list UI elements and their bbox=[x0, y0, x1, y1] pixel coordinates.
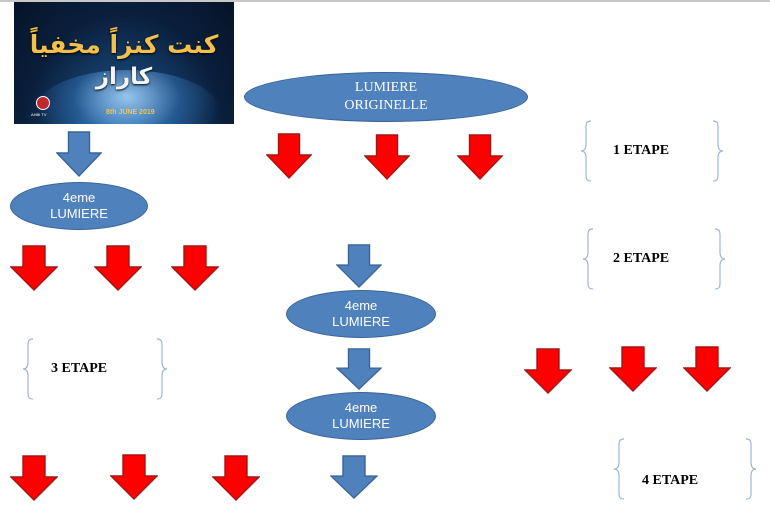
etape-label: 2 ETAPE bbox=[613, 251, 670, 266]
banner-date: 8th JUNE 2019 bbox=[106, 109, 155, 116]
etape-2: 2 ETAPE bbox=[582, 228, 726, 290]
red-down-arrow bbox=[10, 455, 58, 501]
red-down-arrow bbox=[110, 454, 158, 500]
red-down-arrow bbox=[364, 134, 410, 180]
right-brace-icon bbox=[745, 438, 757, 500]
red-down-arrow bbox=[10, 245, 58, 291]
etape-1: 1 ETAPE bbox=[580, 120, 724, 182]
red-down-arrow bbox=[524, 348, 572, 394]
red-down-arrow bbox=[266, 133, 312, 179]
node-label: LUMIERE bbox=[332, 314, 390, 329]
right-brace-icon bbox=[714, 228, 726, 290]
blue-down-arrow bbox=[336, 348, 382, 390]
blue-down-arrow bbox=[330, 455, 378, 499]
left-brace-icon bbox=[580, 120, 592, 182]
etape-3: 3 ETAPE bbox=[22, 338, 168, 400]
red-down-arrow bbox=[609, 346, 657, 392]
red-down-arrow bbox=[683, 346, 731, 392]
blue-down-arrow bbox=[336, 244, 382, 288]
channel-logo-text: AHBI TV bbox=[31, 112, 47, 117]
node-label: LUMIERE bbox=[332, 416, 390, 431]
red-down-arrow bbox=[171, 245, 219, 291]
etape-label: 1 ETAPE bbox=[613, 143, 670, 158]
banner-title-line2: کاراز bbox=[95, 64, 153, 90]
node-label: LUMIERE bbox=[50, 206, 108, 221]
right-brace-icon bbox=[712, 120, 724, 182]
right-brace-icon bbox=[156, 338, 168, 400]
red-down-arrow bbox=[212, 455, 260, 501]
etape-label: 4 ETAPE bbox=[642, 473, 699, 489]
channel-logo bbox=[36, 96, 50, 110]
node-label: 4eme bbox=[344, 298, 378, 313]
left-brace-icon bbox=[613, 438, 625, 500]
node-4eme-lumiere-center-2: 4eme LUMIERE bbox=[286, 392, 436, 440]
node-label: LUMIERE bbox=[354, 80, 418, 95]
blue-down-arrow bbox=[56, 131, 102, 177]
node-label: 4eme bbox=[62, 190, 96, 205]
top-border bbox=[0, 0, 770, 2]
node-label: 4eme bbox=[344, 400, 378, 415]
left-brace-icon bbox=[582, 228, 594, 290]
node-4eme-lumiere-left: 4eme LUMIERE bbox=[10, 182, 148, 230]
node-label: ORIGINELLE bbox=[344, 98, 428, 113]
etape-label: 3 ETAPE bbox=[51, 361, 108, 376]
red-down-arrow bbox=[94, 245, 142, 291]
banner-title-line1: کنت کنزاً مخفیاً bbox=[29, 30, 219, 59]
etape-4: 4 ETAPE bbox=[613, 438, 757, 500]
red-down-arrow bbox=[457, 134, 503, 180]
node-lumiere-originelle: LUMIERE ORIGINELLE bbox=[244, 72, 528, 122]
banner-image: کنت کنزاً مخفیاً کاراز AHBI TV 8th JUNE … bbox=[14, 2, 234, 124]
node-4eme-lumiere-center-1: 4eme LUMIERE bbox=[286, 290, 436, 338]
left-brace-icon bbox=[22, 338, 34, 400]
